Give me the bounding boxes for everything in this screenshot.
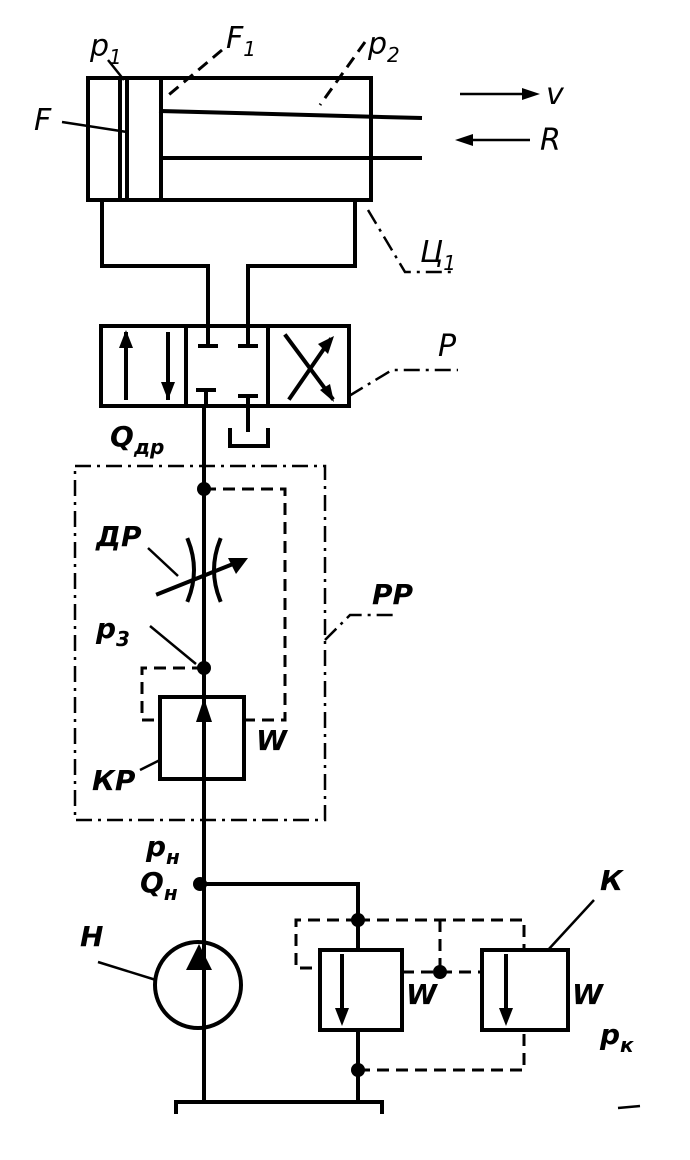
valve-right-arrow-head-1	[318, 336, 334, 354]
throttle-curve-left	[185, 537, 196, 603]
label-DR: ДР	[95, 520, 142, 553]
leader-P	[348, 368, 458, 398]
label-p-n: pн	[145, 830, 180, 869]
relief-pilot-bottom	[358, 1030, 526, 1072]
leader-K	[547, 899, 595, 951]
pump-arrow-head	[186, 944, 212, 970]
load-arrow-head	[455, 134, 473, 146]
relief-valve-1-body	[318, 948, 404, 1032]
leader-p3	[149, 625, 197, 665]
pump	[97, 940, 243, 1030]
label-H: Н	[80, 920, 103, 953]
motion-arrows	[455, 88, 540, 146]
leader-F	[61, 120, 128, 134]
label-P: P	[438, 329, 457, 364]
leader-PP	[324, 613, 398, 641]
label-F: F	[34, 103, 52, 138]
label-Q-dr: Qдр	[110, 420, 164, 459]
piston-rod-top	[158, 108, 423, 121]
cylinder-body	[86, 76, 373, 202]
line-cylinder-right-port	[246, 198, 357, 332]
label-R: R	[540, 123, 561, 158]
valve-left-arrow-down-head	[161, 382, 175, 400]
velocity-arrow-head	[522, 88, 540, 100]
leader-DR	[147, 547, 179, 577]
valve-right-arrow-head-2	[320, 384, 334, 402]
relief-pilot-left	[294, 918, 358, 970]
valve-body	[99, 324, 351, 408]
relief-valve-2-arrow-head	[499, 1008, 513, 1026]
pump-circle	[153, 940, 243, 1030]
hydraulic-cylinder	[86, 76, 423, 202]
tank-line-bottom	[174, 1100, 384, 1114]
leader-F1	[164, 48, 223, 100]
label-p3: p3	[95, 612, 130, 651]
reducing-valve-arrow-head	[196, 698, 212, 722]
leader-C1	[366, 209, 452, 274]
label-spring-1: W	[256, 724, 288, 757]
junction-relief-middle	[433, 965, 447, 979]
diagram-labels: p1 F1 p2 F v R Ц1 P Qдр ДР PP p3 W КР pн…	[34, 21, 634, 1057]
label-p-k: pк	[599, 1018, 634, 1057]
valve-tank-symbol	[228, 428, 270, 448]
line-to-relief-valve	[198, 882, 360, 952]
label-KP: КР	[92, 764, 136, 797]
cylinder-to-valve-lines	[100, 198, 357, 332]
leader-p2	[318, 41, 367, 106]
throttle-adjust-arrow-line	[155, 559, 241, 597]
label-C1: Ц1	[420, 235, 456, 275]
label-p1: p1	[89, 29, 122, 69]
reducing-valve-body	[158, 695, 246, 781]
throttle-adjust-arrow-head	[228, 558, 248, 574]
relief-valve-1-arrow-head	[335, 1008, 349, 1026]
cylinder-piston	[125, 76, 163, 202]
valve-right-cross-2	[287, 337, 333, 401]
label-Q-n: Qн	[140, 866, 178, 905]
stray-mark	[617, 1104, 641, 1110]
line-cylinder-left-port	[100, 198, 210, 332]
leader-KP	[139, 758, 161, 772]
valve-left-arrow-up-head	[119, 330, 133, 348]
label-F1: F1	[226, 21, 256, 61]
pilot-line-p3	[140, 666, 204, 722]
label-spring-3: W	[572, 978, 604, 1011]
label-K: К	[600, 864, 625, 897]
pilot-line-upper	[204, 487, 287, 722]
leader-H	[97, 960, 157, 982]
leader-p1	[107, 59, 125, 81]
label-v: v	[546, 77, 565, 112]
flow-regulator	[73, 404, 327, 1102]
label-spring-2: W	[406, 978, 438, 1011]
label-p2: p2	[367, 27, 400, 67]
directional-valve	[99, 324, 351, 448]
regulator-boundary	[73, 464, 327, 822]
cylinder-leader-lines	[61, 41, 452, 274]
relief-valve-group	[198, 882, 595, 1104]
relief-valve-2-body	[480, 948, 570, 1032]
label-PP: PP	[372, 578, 414, 611]
